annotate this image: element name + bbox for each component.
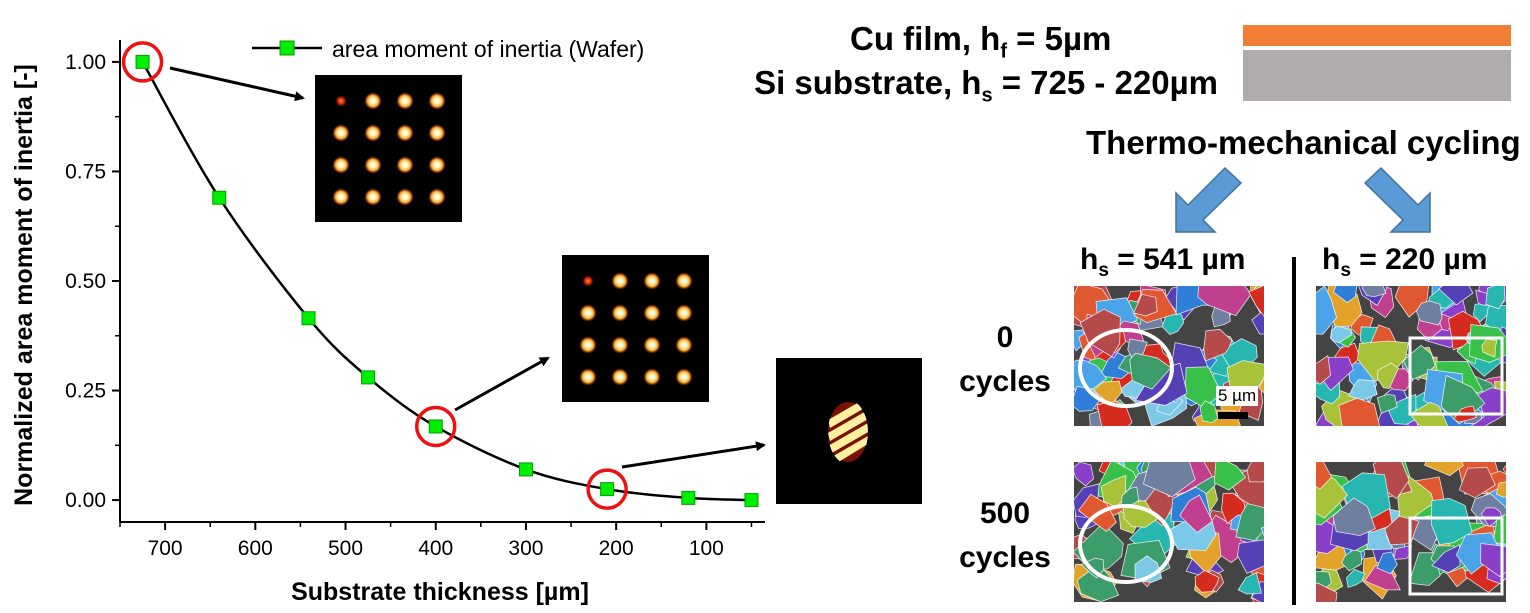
cu-film-layer	[1243, 25, 1511, 46]
arrow-right-blue	[1363, 166, 1431, 233]
inset-spot-array-725	[315, 75, 462, 222]
row1-number: 0	[996, 321, 1014, 354]
scale-bar-label: 5 µm	[1216, 386, 1259, 406]
row2-number: 500	[979, 497, 1031, 530]
legend-label: area moment of inertia (Wafer)	[332, 36, 644, 62]
inset-stripe-pattern-210	[776, 358, 922, 504]
data-point	[518, 462, 533, 477]
legend-marker	[279, 40, 295, 56]
data-point	[428, 419, 443, 434]
y-axis-title: Normalized area moment of inertia [-]	[10, 64, 38, 506]
y-tick-label: 0.50	[65, 270, 106, 293]
data-point	[212, 190, 227, 205]
film-label: Cu film, hf = 5µm	[850, 20, 1112, 64]
cycling-title: Thermo-mechanical cycling	[1086, 124, 1521, 161]
arrow-left-blue	[1175, 166, 1243, 233]
data-point	[361, 370, 376, 385]
arrow-to-inset-2	[454, 356, 550, 412]
hs-left-sub: s	[1098, 260, 1109, 281]
data-point	[600, 482, 615, 497]
film-label-value: = 5µm	[1007, 20, 1112, 57]
x-axis-title: Substrate thickness [µm]	[291, 578, 589, 606]
row-label-500-cycles: 500 cycles	[950, 492, 1060, 580]
y-tick-label: 0.25	[65, 380, 106, 403]
si-substrate-layer	[1243, 50, 1511, 101]
row2-word: cycles	[959, 541, 1051, 574]
row1-word: cycles	[959, 365, 1051, 398]
hs-right-sub: s	[1340, 260, 1351, 281]
inset-spot-array-400	[562, 255, 709, 402]
y-tick-label: 1.00	[65, 51, 106, 74]
hs-left-value: = 541 µm	[1108, 243, 1246, 276]
hs-left-prefix: h	[1080, 243, 1099, 276]
ebsd-map-220-0-cycles	[1316, 286, 1506, 426]
data-point	[135, 54, 150, 69]
ebsd-map-541-0-cycles: 5 µm	[1074, 286, 1264, 426]
data-point	[744, 493, 759, 508]
x-tick-label: 400	[418, 537, 453, 560]
x-ticks: 700 600 500 400 300 200 100	[119, 522, 753, 560]
film-label-sub: f	[1000, 40, 1007, 63]
highlight-circle	[121, 41, 164, 83]
substrate-label-sub: s	[981, 84, 993, 107]
x-tick-label: 100	[689, 537, 724, 560]
hs-left-label: hs = 541 µm	[1080, 243, 1245, 282]
x-tick-label: 300	[508, 537, 543, 560]
film-label-text: Cu film, h	[850, 20, 1001, 57]
y-ticks: 0.00 0.25 0.50 0.75 1.00	[65, 51, 120, 512]
hs-right-value: = 220 µm	[1350, 243, 1488, 276]
y-tick-label: 0.75	[65, 160, 106, 183]
ebsd-map-541-500-cycles	[1074, 462, 1264, 602]
data-point	[681, 490, 696, 505]
row-label-0-cycles: 0 cycles	[950, 316, 1060, 404]
x-tick-label: 500	[328, 537, 363, 560]
arrow-to-inset-1	[169, 66, 305, 102]
highlight-circle	[586, 468, 628, 510]
x-tick-label: 200	[599, 537, 634, 560]
hs-right-label: hs = 220 µm	[1322, 243, 1487, 282]
x-tick-label: 700	[148, 537, 183, 560]
y-tick-label: 0.00	[65, 489, 106, 512]
arrow-to-inset-3	[621, 441, 766, 469]
substrate-label-text: Si substrate, h	[754, 64, 982, 101]
hs-right-prefix: h	[1322, 243, 1341, 276]
substrate-label: Si substrate, hs = 725 - 220µm	[740, 64, 1218, 108]
series-markers	[135, 54, 759, 508]
highlight-circles	[121, 41, 628, 510]
series-line	[141, 61, 752, 502]
legend: area moment of inertia (Wafer)	[252, 36, 644, 62]
data-point	[301, 311, 316, 326]
highlight-circle	[414, 405, 457, 448]
x-tick-label: 600	[238, 537, 273, 560]
substrate-label-value: = 725 - 220µm	[992, 64, 1218, 101]
ebsd-map-220-500-cycles	[1316, 462, 1506, 602]
